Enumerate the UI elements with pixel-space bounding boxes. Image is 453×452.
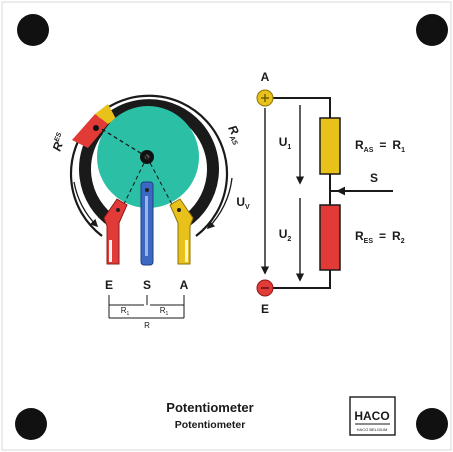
haco-logo: HACO HACO BELGIUM — [349, 396, 396, 436]
terminal-label-e: E — [105, 278, 113, 292]
circuit-schematic: A E S UV U1 U2 RAS=R1 RES=R2 — [236, 70, 405, 316]
circuit-label-a: A — [261, 70, 270, 84]
equation-ras: RAS=R1 — [355, 138, 405, 154]
logo-text: HACO — [354, 409, 389, 423]
dim-label-r1-right: R1 — [160, 306, 169, 317]
board-subtitle: Potentiometer — [175, 419, 246, 431]
dim-label-r-total: R — [144, 321, 150, 330]
board-title: Potentiometer — [166, 400, 253, 415]
resistor-ras — [319, 117, 341, 175]
mounting-hole-top-left — [17, 14, 49, 46]
dim-label-r1-left: R1 — [121, 306, 130, 317]
label-u1: U1 — [279, 135, 292, 151]
mounting-hole-top-right — [416, 14, 448, 46]
dimension-brackets — [108, 295, 185, 319]
equation-res: RES=R2 — [355, 229, 405, 245]
label-uv: UV — [236, 195, 250, 211]
mounting-hole-bottom-right — [416, 408, 448, 440]
track-red-segment — [72, 114, 108, 148]
terminal-label-a: A — [180, 278, 189, 292]
terminal-s-blue — [140, 181, 154, 266]
circuit-label-e: E — [261, 302, 269, 316]
terminal-e-red — [103, 198, 128, 265]
resistive-track — [79, 99, 219, 227]
arc-arrow-ras — [206, 177, 233, 230]
outer-ring — [69, 94, 229, 237]
label-u2: U2 — [279, 227, 292, 243]
resistor-res — [319, 204, 341, 271]
circuit-terminal-e — [256, 279, 274, 297]
track-yellow-segment — [95, 104, 116, 124]
physical-potentiometer: RES RAS E S A — [50, 94, 242, 330]
wiper-dashed-line — [99, 127, 148, 158]
circuit-terminal-a — [256, 89, 274, 107]
terminal-a-yellow — [169, 198, 194, 265]
mounting-hole-bottom-left — [15, 408, 47, 440]
circuit-label-s: S — [370, 171, 378, 185]
terminal-label-s: S — [143, 278, 151, 292]
arc-arrow-res — [73, 181, 99, 228]
logo-tagline: HACO BELGIUM — [357, 427, 388, 432]
wiper-contact — [93, 125, 99, 131]
